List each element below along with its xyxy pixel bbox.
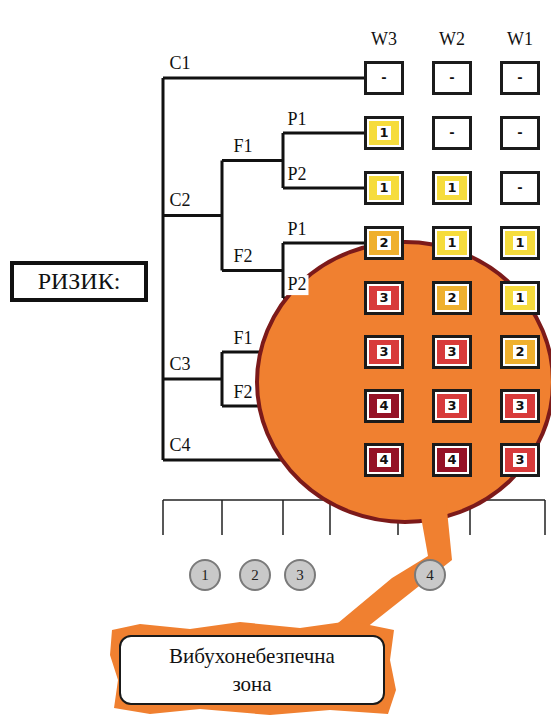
callout-number: 2 (251, 567, 259, 584)
risk-value: - (515, 181, 524, 196)
risk-cell: - (432, 61, 472, 95)
tree-branch (163, 161, 283, 271)
risk-value: 3 (445, 399, 458, 414)
tree-level-label: F2 (231, 247, 254, 267)
risk-title: РИЗИК: (38, 268, 121, 295)
risk-cell: 1 (500, 226, 540, 260)
tree-level-label: P1 (285, 220, 308, 240)
callout-circle: 3 (284, 559, 316, 591)
risk-cell: - (500, 116, 540, 150)
risk-value: 1 (513, 236, 526, 251)
column-header: W2 (437, 30, 467, 50)
risk-cell: 2 (432, 281, 472, 315)
tree-level-label: F2 (231, 383, 254, 403)
risk-value: 3 (377, 345, 390, 360)
column-header: W3 (369, 30, 399, 50)
risk-value: 3 (377, 291, 390, 306)
tree-branch (163, 77, 364, 80)
risk-value: - (447, 126, 456, 141)
tree-level-label: C4 (167, 436, 192, 456)
risk-cell: 3 (432, 335, 472, 369)
risk-value: 1 (513, 291, 526, 306)
risk-cell: 3 (500, 443, 540, 477)
risk-cell: 2 (364, 226, 404, 260)
risk-value: - (379, 71, 388, 86)
tree-level-label: C1 (167, 54, 192, 74)
callout-circle: 2 (239, 559, 271, 591)
callout-arrow (320, 500, 452, 638)
risk-value: 3 (513, 453, 526, 468)
risk-cell: 3 (500, 389, 540, 423)
callout-circle: 4 (414, 559, 446, 591)
callout-number: 4 (426, 567, 434, 584)
risk-cell: 1 (364, 171, 404, 205)
risk-cell: 4 (432, 443, 472, 477)
callout-circle: 1 (189, 559, 221, 591)
risk-cell: 1 (432, 226, 472, 260)
callout-number: 1 (201, 567, 209, 584)
tree-level-label: P2 (285, 275, 308, 295)
danger-circle (257, 242, 551, 522)
risk-cell: 3 (432, 389, 472, 423)
risk-value: - (515, 126, 524, 141)
risk-cell: 4 (364, 389, 404, 423)
risk-value: 1 (445, 181, 458, 196)
tree-level-label: P1 (285, 110, 308, 130)
risk-value: 1 (377, 126, 390, 141)
risk-cell: 1 (500, 281, 540, 315)
risk-value: 3 (513, 399, 526, 414)
risk-value: - (447, 71, 456, 86)
risk-cell: 1 (432, 171, 472, 205)
risk-value: 2 (377, 236, 390, 251)
tree-level-label: F1 (231, 329, 254, 349)
risk-value: 3 (445, 345, 458, 360)
risk-value: 2 (513, 345, 526, 360)
tree-root-line (162, 78, 165, 460)
tree-level-label: C3 (167, 355, 192, 375)
risk-cell: 3 (364, 335, 404, 369)
risk-value: 4 (377, 453, 390, 468)
risk-value: 2 (445, 291, 458, 306)
risk-title-box: РИЗИК: (10, 261, 148, 302)
risk-value: 4 (377, 399, 390, 414)
zone-label: Вибухонебезпечна зона (152, 642, 352, 699)
risk-value: - (515, 71, 524, 86)
tree-level-label: C2 (167, 191, 192, 211)
risk-cell: 4 (364, 443, 404, 477)
column-header: W1 (505, 30, 535, 50)
callout-number: 3 (296, 567, 304, 584)
tree-branch (282, 133, 285, 298)
risk-cell: - (432, 116, 472, 150)
tree-level-label: F1 (231, 137, 254, 157)
risk-value: 1 (377, 181, 390, 196)
zone-brush (110, 621, 396, 715)
risk-value: 4 (445, 453, 458, 468)
zone-label-box: Вибухонебезпечна зона (119, 635, 385, 705)
risk-cell: 3 (364, 281, 404, 315)
risk-cell: - (500, 61, 540, 95)
risk-cell: - (364, 61, 404, 95)
risk-cell: - (500, 171, 540, 205)
tree-level-label: P2 (285, 165, 308, 185)
risk-cell: 2 (500, 335, 540, 369)
risk-value: 1 (445, 236, 458, 251)
risk-cell: 1 (364, 116, 404, 150)
